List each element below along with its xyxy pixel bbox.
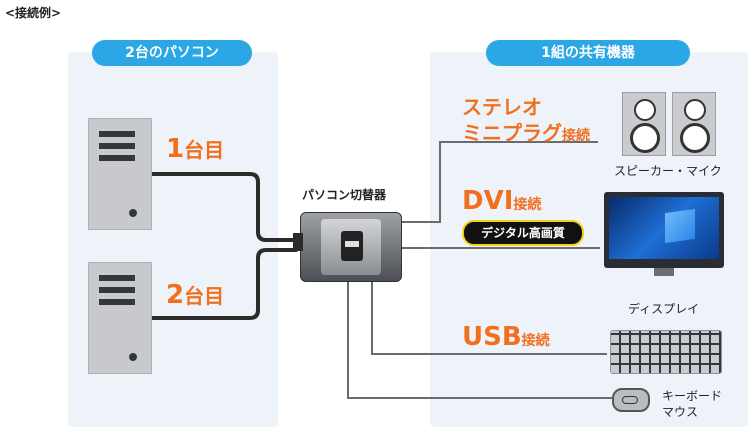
speaker-left-icon xyxy=(622,92,666,156)
right-panel-title: 1組の共有機器 xyxy=(486,40,690,66)
keyboard-icon xyxy=(610,330,722,374)
pc-1-number: 1 xyxy=(166,134,185,164)
pc-2-tower-icon xyxy=(88,262,152,374)
pc-1-unit: 台目 xyxy=(184,138,225,162)
audio-line2: ミニプラグ xyxy=(462,121,562,145)
pc-1-tower-icon xyxy=(88,118,152,230)
pc-2-number: 2 xyxy=(166,280,185,310)
speaker-right-icon xyxy=(672,92,716,156)
dvi-main: DVI xyxy=(462,186,514,216)
usb-main: USB xyxy=(462,322,522,352)
usb-connection-label: USB接続 xyxy=(462,322,550,352)
diagram-header: <接続例> xyxy=(5,6,62,20)
keyboard-mouse-label: キーボード マウス xyxy=(662,388,722,420)
mouse-line xyxy=(347,280,612,399)
mouse-label: マウス xyxy=(662,405,699,419)
pc-2-unit: 台目 xyxy=(184,284,225,308)
dvi-connection-label: DVI接続 xyxy=(462,186,541,216)
pc1-cable xyxy=(148,172,298,242)
usb-line xyxy=(371,280,607,355)
usb-suffix: 接続 xyxy=(521,333,550,349)
left-panel-title: 2台のパソコン xyxy=(92,40,252,66)
switcher-device-icon xyxy=(293,212,402,282)
audio-line1: ステレオ xyxy=(462,95,542,119)
mouse-icon xyxy=(612,388,650,412)
audio-suffix: 接続 xyxy=(562,128,590,144)
display-label: ディスプレイ xyxy=(628,302,700,316)
pc-2-label: 2台目 xyxy=(166,280,224,310)
display-icon xyxy=(604,192,724,278)
speaker-mic-label: スピーカー・マイク xyxy=(614,164,722,178)
audio-connection-label: ステレオ ミニプラグ接続 xyxy=(462,94,590,149)
switcher-label: パソコン切替器 xyxy=(302,188,387,202)
keyboard-label: キーボード xyxy=(662,389,723,403)
pc2-cable xyxy=(148,248,298,320)
dvi-suffix: 接続 xyxy=(513,197,542,213)
pc-1-label: 1台目 xyxy=(166,134,224,164)
audio-line xyxy=(400,141,598,223)
digital-quality-badge: デジタル高画質 xyxy=(462,220,584,246)
